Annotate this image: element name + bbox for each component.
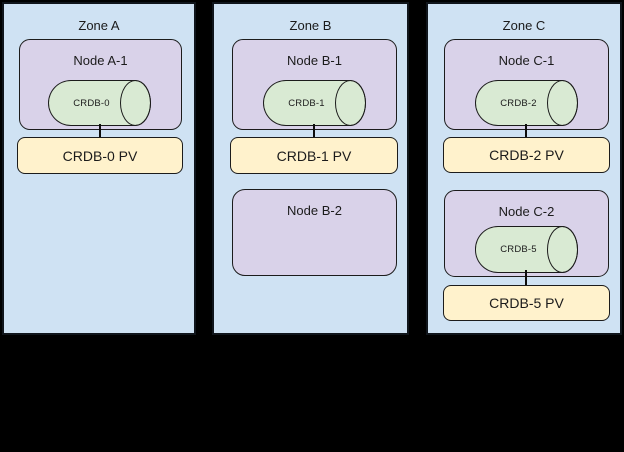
connector-c1-pv — [525, 124, 527, 138]
crdb-2-pv-label: CRDB-2 PV — [489, 147, 564, 163]
zone-c-label: Zone C — [502, 18, 546, 33]
node-b2: Node B-2 — [232, 189, 397, 276]
crdb-0-pv-label: CRDB-0 PV — [62, 147, 138, 164]
connector-c2-pv — [525, 270, 527, 286]
node-c1: Node C-1 CRDB-2 — [444, 39, 609, 130]
crdb-1-pv-label: CRDB-1 PV — [276, 147, 352, 164]
crdb-1-label: CRDB-1 — [288, 97, 325, 109]
zone-a-label: Zone A — [78, 18, 120, 33]
node-c2-label: Node C-2 — [498, 204, 555, 219]
crdb-5-cylinder: CRDB-5 — [475, 226, 578, 273]
crdb-0-pv-box: CRDB-0 PV — [17, 137, 183, 174]
node-b1-label: Node B-1 — [287, 53, 342, 68]
node-a1-label: Node A-1 — [73, 53, 128, 68]
connector-a1-pv — [99, 124, 101, 138]
node-c2: Node C-2 CRDB-5 — [444, 190, 609, 277]
node-b1: Node B-1 CRDB-1 — [232, 39, 397, 130]
crdb-0-label: CRDB-0 — [73, 97, 110, 109]
crdb-5-pv-label: CRDB-5 PV — [489, 295, 564, 311]
crdb-2-label: CRDB-2 — [500, 97, 537, 109]
crdb-2-pv-box: CRDB-2 PV — [443, 137, 610, 173]
crdb-1-cylinder: CRDB-1 — [263, 80, 366, 126]
zone-b: Zone B Node B-1 CRDB-1 CRDB-1 PV Node B-… — [212, 2, 409, 335]
crdb-0-cylinder: CRDB-0 — [48, 80, 151, 126]
node-a1: Node A-1 CRDB-0 — [19, 39, 182, 130]
cylinder-end-cap — [547, 226, 578, 273]
crdb-5-label: CRDB-5 — [500, 244, 537, 255]
cylinder-end-cap — [547, 80, 578, 126]
crdb-5-pv-box: CRDB-5 PV — [443, 285, 610, 321]
cylinder-end-cap — [120, 80, 151, 126]
connector-b1-pv — [313, 124, 315, 138]
zone-a: Zone A Node A-1 CRDB-0 CRDB-0 PV — [2, 2, 196, 335]
node-c1-label: Node C-1 — [498, 53, 555, 68]
node-b2-label: Node B-2 — [287, 203, 342, 218]
crdb-1-pv-box: CRDB-1 PV — [230, 137, 398, 174]
crdb-2-cylinder: CRDB-2 — [475, 80, 578, 126]
zone-b-label: Zone B — [289, 18, 332, 33]
zone-c: Zone C Node C-1 CRDB-2 CRDB-2 PV Node C-… — [426, 2, 622, 335]
cylinder-end-cap — [335, 80, 366, 126]
